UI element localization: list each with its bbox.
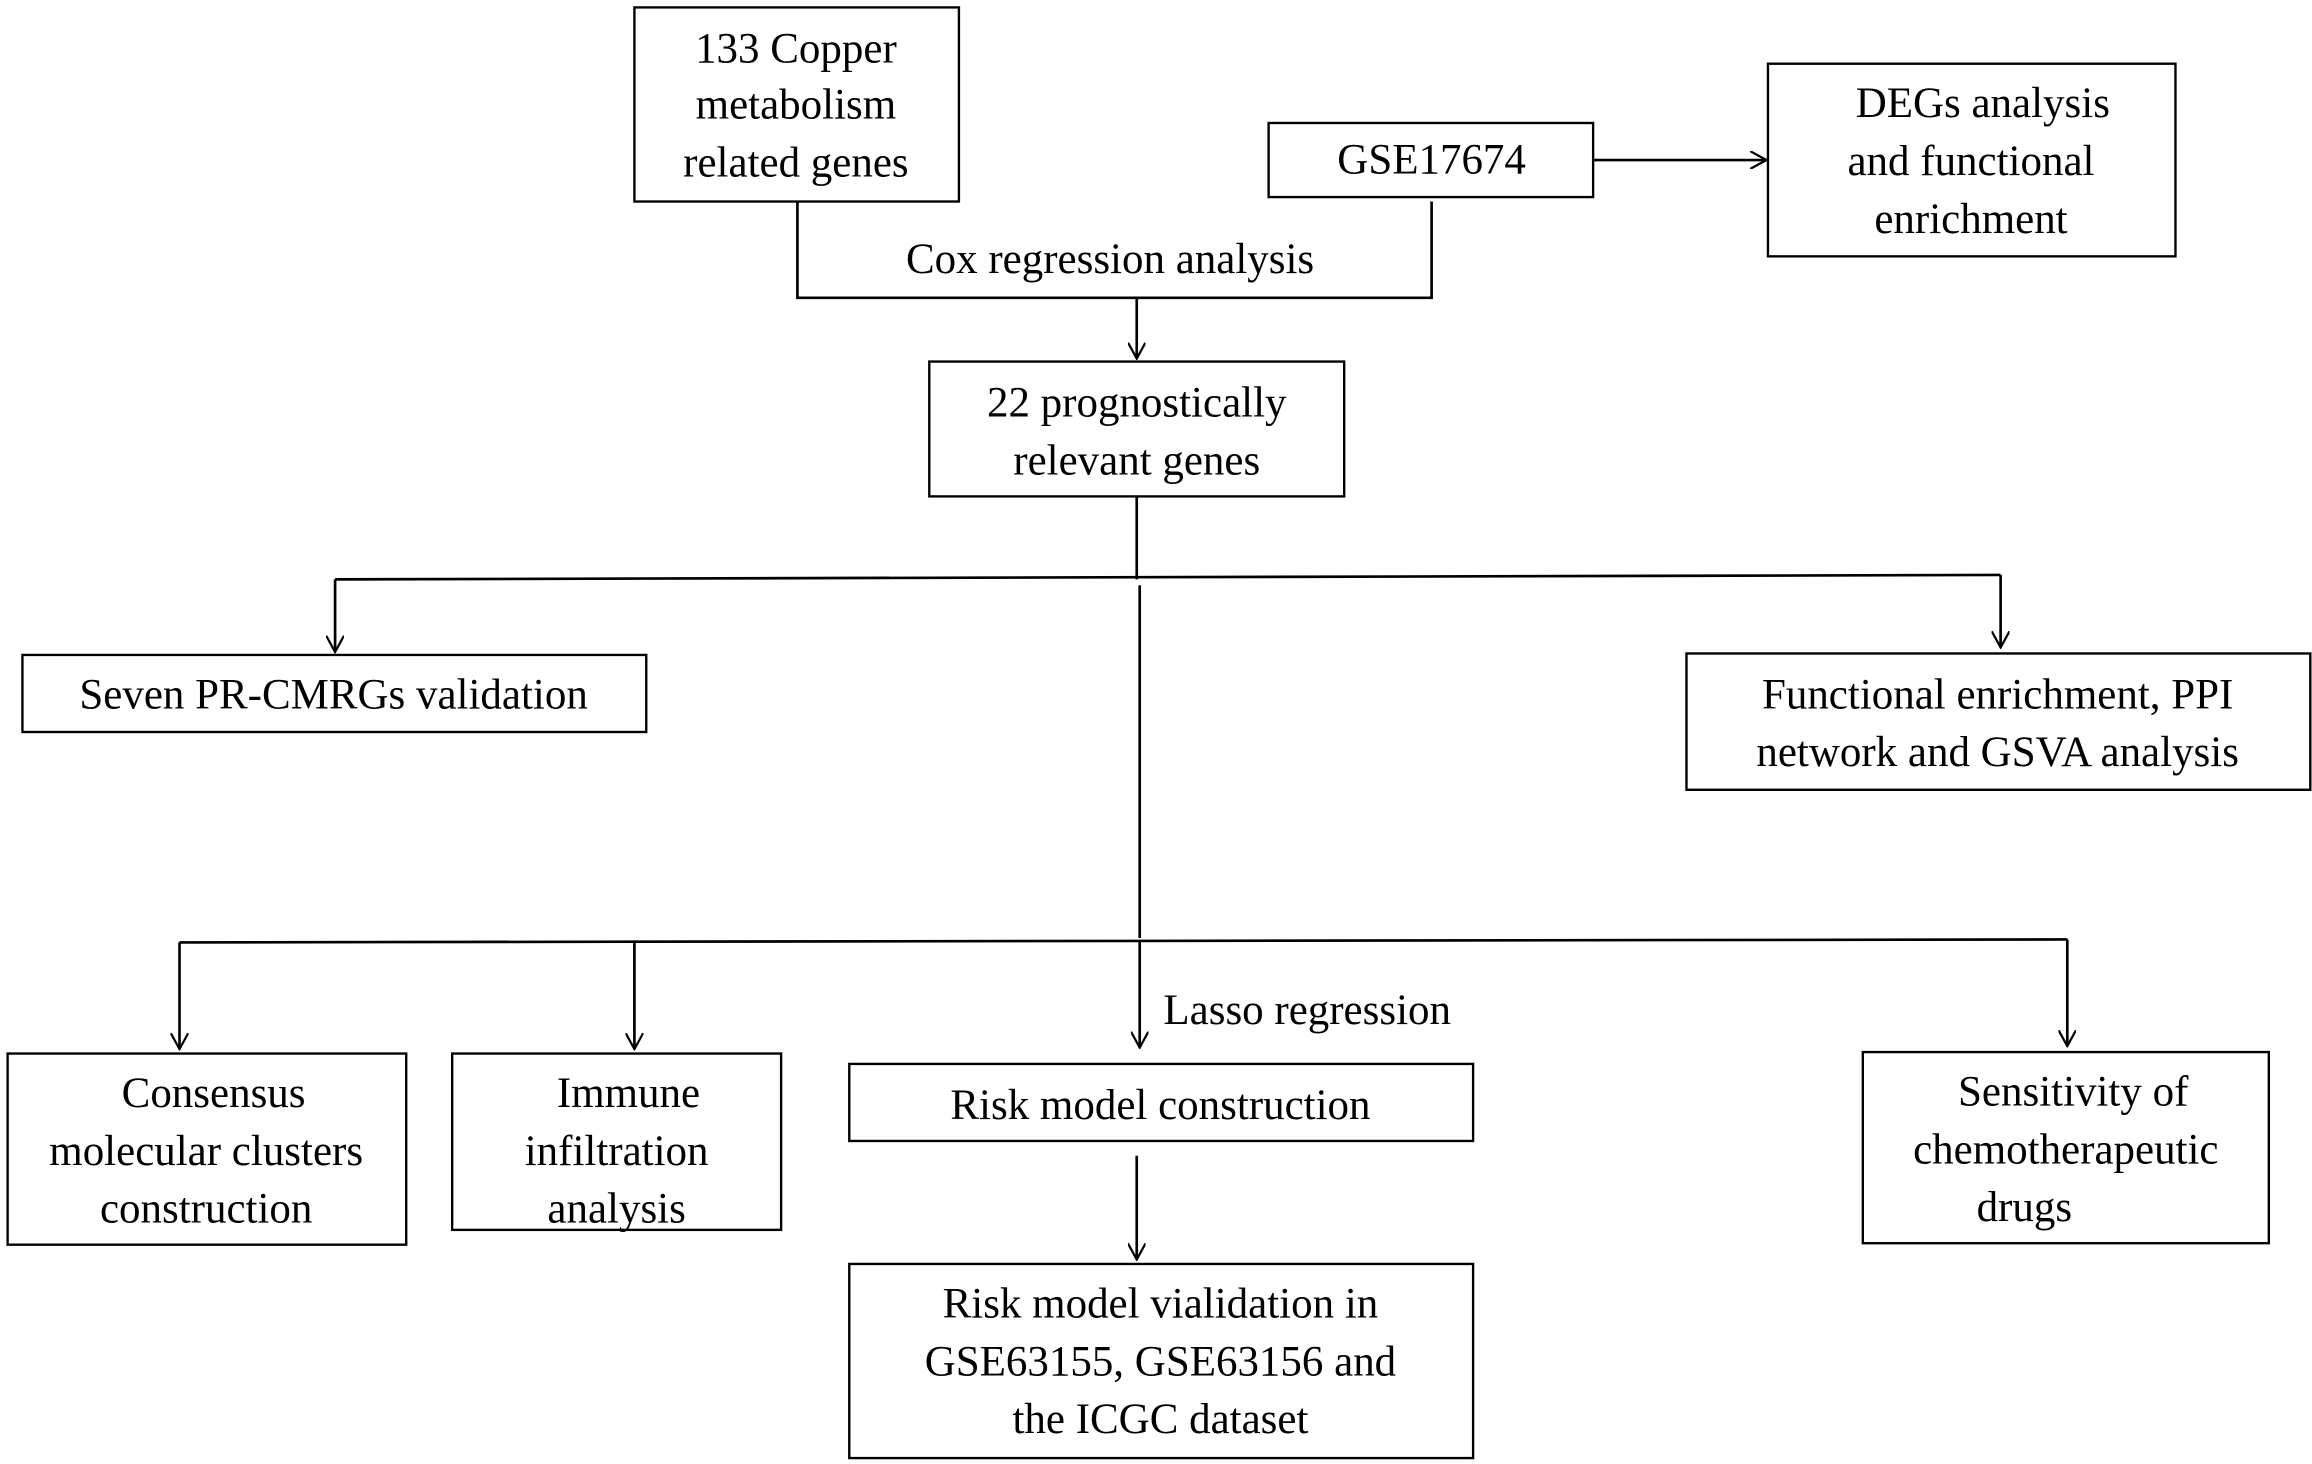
node-text: related genes [683,139,908,186]
cox-merge-line [796,201,1433,300]
node-sensitivity: Sensitivity of chemotherapeutic drugs [1861,1050,2271,1245]
node-text: 133 Copper [695,25,897,72]
node-text: relevant genes [1013,437,1260,484]
node-text: construction [100,1186,312,1233]
node-gse17674: GSE17674 [1267,121,1595,199]
node-immune: Immune infiltration analysis [450,1052,783,1233]
node-risk-model: Risk model construction [848,1062,1475,1143]
node-text: the ICGC dataset [1012,1396,1308,1443]
node-text: Immune [557,1070,700,1117]
upper-branch-line [335,573,2001,581]
cox-regression-label: Cox regression analysis [906,236,1314,283]
node-text: network and GSVA analysis [1756,729,2239,776]
node-text: analysis [547,1186,685,1233]
node-text: molecular clusters [49,1128,363,1175]
node-risk-validation: Risk model vialidation in GSE63155, GSE6… [848,1262,1475,1460]
node-functional-ppi: Functional enrichment, PPI network and G… [1685,652,2312,791]
node-text: and functional [1847,138,2094,185]
node-prognostic-genes: 22 prognostically relevant genes [928,360,1346,498]
node-text: infiltration [525,1128,709,1175]
node-text: Consensus [122,1070,306,1117]
node-consensus: Consensus molecular clusters constructio… [6,1052,408,1246]
connectors [180,160,2068,1259]
node-text: drugs [1977,1184,2072,1231]
node-degs: DEGs analysis and functional enrichment [1766,62,2177,258]
node-text: enrichment [1874,196,2067,243]
node-text: GSE17674 [1337,137,1526,184]
node-text: Sensitivity of [1958,1069,2189,1116]
node-text: GSE63155, GSE63156 and [925,1338,1396,1385]
node-text: Risk model construction [950,1082,1370,1129]
node-text: Functional enrichment, PPI [1762,671,2233,718]
node-text: chemotherapeutic [1913,1126,2218,1173]
node-text: Risk model vialidation in [943,1280,1379,1327]
node-text: Seven PR-CMRGs validation [79,671,587,718]
node-copper-genes: 133 Copper metabolism related genes [633,6,961,203]
node-seven-validation: Seven PR-CMRGs validation [21,653,648,734]
lower-branch-line [179,938,2068,944]
node-text: 22 prognostically [987,380,1287,427]
lasso-regression-label: Lasso regression [1163,987,1451,1034]
node-text: metabolism [696,82,897,129]
node-text: DEGs analysis [1856,80,2110,127]
